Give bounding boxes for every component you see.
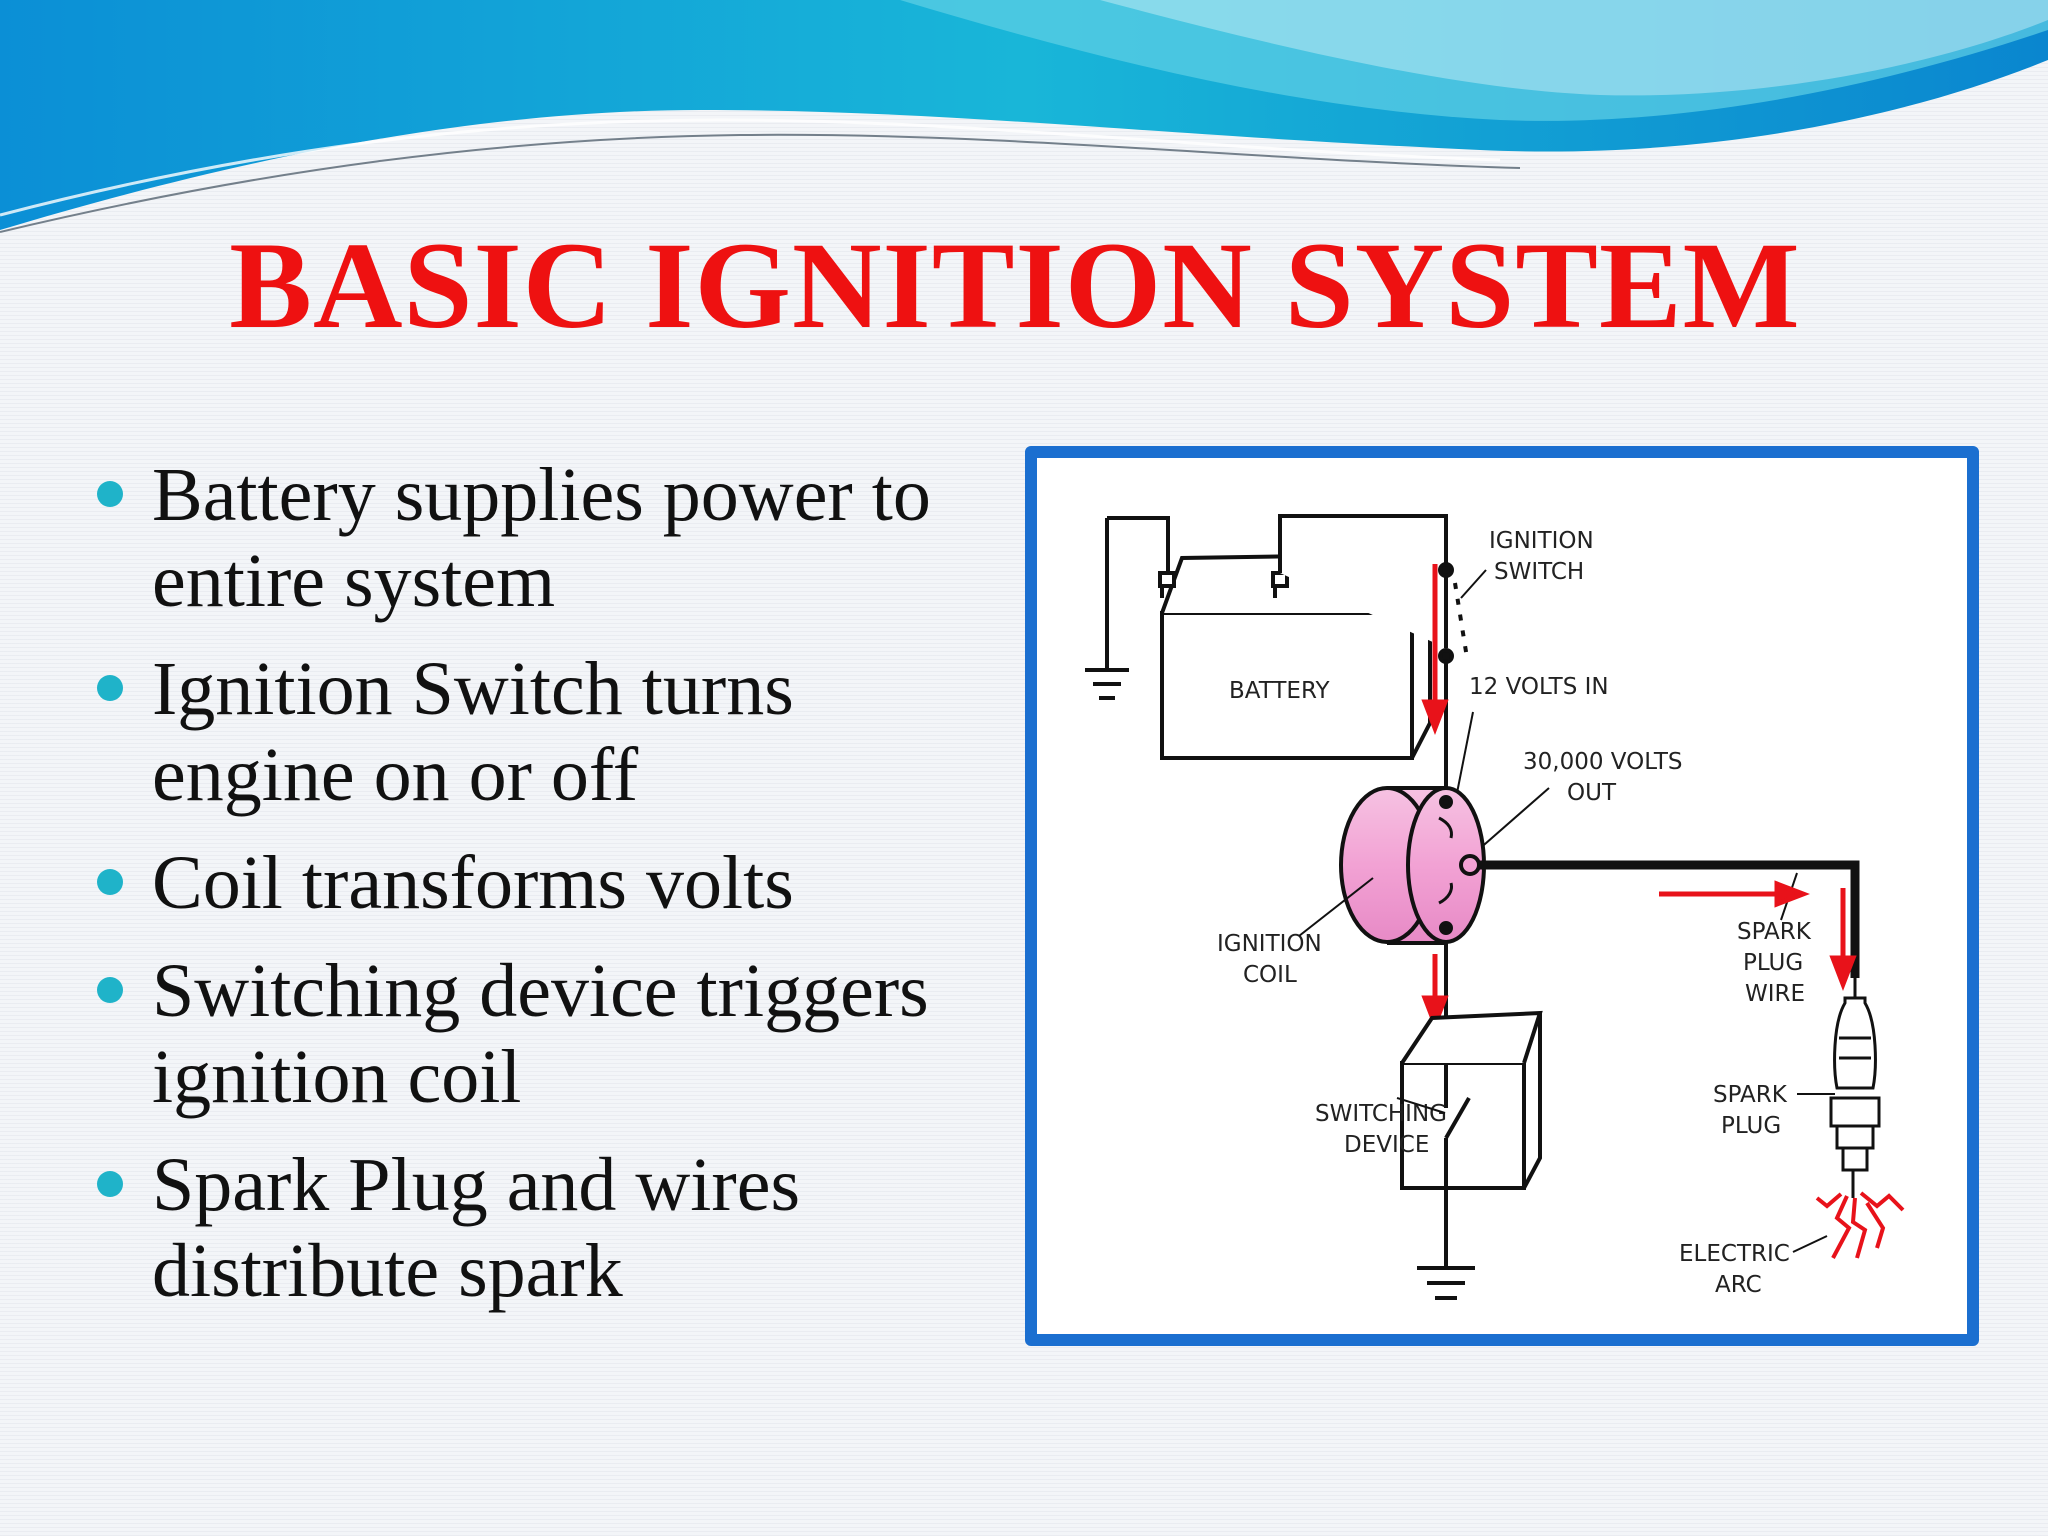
- volts-in-leader: [1455, 711, 1474, 799]
- ignition-diagram-frame: BATTERY IGNITION SWITCH 12 VOLTS IN 30,0…: [1025, 446, 1979, 1346]
- bullet-dot-icon: [97, 481, 123, 507]
- ground-symbol-left: [1085, 516, 1170, 700]
- bullet-text: distribute spark: [152, 1229, 623, 1313]
- header-wave-decoration: [0, 0, 2048, 233]
- electric-arc-icon: [1815, 1191, 1905, 1259]
- spark-plug-wire-label: SPARK: [1737, 919, 1812, 945]
- bullet-dot-icon: [97, 869, 123, 895]
- bullet-text: entire system: [152, 539, 556, 623]
- bullet-item-ignition-switch: Ignition Switch turns engine on or off: [95, 646, 1025, 818]
- ignition-coil: [1339, 786, 1486, 945]
- switching-device-label: SWITCHING: [1315, 1101, 1447, 1127]
- ignition-coil-leader: [1298, 877, 1374, 937]
- battery-label: BATTERY: [1229, 678, 1330, 704]
- ground-symbol-bottom: [1417, 1266, 1475, 1300]
- bullet-item-battery: Battery supplies power to entire system: [95, 452, 1025, 624]
- volts-out-leader: [1476, 787, 1550, 852]
- volts-in-label: 12 VOLTS IN: [1469, 674, 1609, 700]
- switching-device: [1400, 1010, 1543, 1268]
- current-arrow-down-1: [1421, 564, 1449, 735]
- current-arrow-down-3: [1829, 888, 1857, 991]
- spark-plug-label: PLUG: [1721, 1113, 1781, 1139]
- spark-plug: [1829, 978, 1881, 1198]
- spark-plug-wire: [1479, 860, 1860, 978]
- ignition-switch-label: IGNITION: [1489, 528, 1594, 554]
- bullet-dot-icon: [97, 675, 123, 701]
- ignition-switch: [1438, 516, 1487, 788]
- battery: [1158, 514, 1448, 760]
- electric-arc-label: ARC: [1715, 1272, 1762, 1298]
- current-arrow-down-2: [1421, 954, 1449, 1031]
- volts-out-label: 30,000 VOLTS: [1523, 749, 1683, 775]
- ignition-coil-label: IGNITION: [1217, 931, 1322, 957]
- ignition-switch-label: SWITCH: [1494, 559, 1584, 585]
- spark-plug-label: SPARK: [1713, 1082, 1788, 1108]
- bullet-text: Ignition Switch turns: [152, 647, 794, 731]
- bullet-list: Battery supplies power to entire system …: [95, 452, 1025, 1336]
- bullet-text: Spark Plug and wires: [152, 1143, 801, 1227]
- bullet-dot-icon: [97, 977, 123, 1003]
- switching-device-leader: [1396, 1097, 1446, 1114]
- current-arrow-right: [1659, 880, 1810, 908]
- bullet-text: Switching device triggers: [152, 949, 929, 1033]
- ignition-coil-label: COIL: [1243, 962, 1297, 988]
- slide-title: BASIC IGNITION SYSTEM: [229, 217, 1801, 354]
- bullet-text: engine on or off: [152, 733, 639, 817]
- bullet-item-spark-plug: Spark Plug and wires distribute spark: [95, 1142, 1025, 1314]
- bullet-text: Battery supplies power to: [152, 453, 931, 537]
- spark-plug-wire-label: PLUG: [1743, 950, 1803, 976]
- bullet-text: ignition coil: [152, 1035, 522, 1119]
- bullet-item-coil: Coil transforms volts: [95, 840, 1025, 926]
- bullet-item-switching-device: Switching device triggers ignition coil: [95, 948, 1025, 1120]
- electric-arc-label: ELECTRIC: [1679, 1241, 1790, 1267]
- switching-device-label: DEVICE: [1344, 1132, 1429, 1158]
- bullet-text: Coil transforms volts: [152, 841, 794, 925]
- spark-plug-wire-label: WIRE: [1745, 981, 1805, 1007]
- volts-out-label: OUT: [1567, 780, 1617, 806]
- electric-arc-leader: [1792, 1235, 1828, 1253]
- ignition-diagram: BATTERY IGNITION SWITCH 12 VOLTS IN 30,0…: [1085, 514, 1905, 1300]
- bullet-dot-icon: [97, 1171, 123, 1197]
